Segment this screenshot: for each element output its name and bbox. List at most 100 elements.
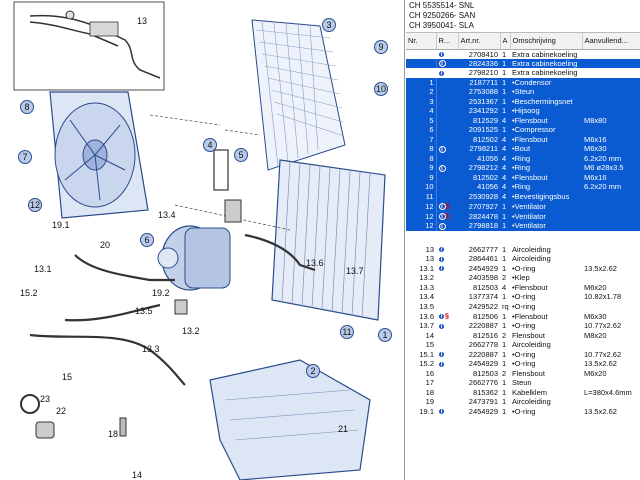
callout-23[interactable]: 23 — [40, 394, 51, 404]
callout-10[interactable]: 10 — [374, 82, 388, 96]
column-header-nr[interactable]: Nr. — [406, 33, 437, 50]
info-icon[interactable]: i — [438, 164, 446, 172]
callout-4[interactable]: 4 — [203, 138, 217, 152]
info-icon[interactable]: i — [438, 212, 446, 220]
info-icon[interactable]: i — [438, 255, 445, 263]
exploded-parts-diagram[interactable]: 13 3 9 10 8 7 5 4 12 19.1 20 13.4 6 13.1… — [0, 0, 405, 480]
description-cell: •Hijsoog — [510, 106, 582, 116]
info-icon[interactable]: i — [438, 145, 446, 153]
callout-3[interactable]: 3 — [322, 18, 336, 32]
callout-11[interactable]: 11 — [340, 325, 354, 339]
info-icon[interactable]: i — [438, 265, 445, 273]
info-icon[interactable]: i — [438, 202, 446, 210]
callout-9[interactable]: 9 — [374, 40, 388, 54]
callout-15-2[interactable]: 15.2 — [20, 288, 38, 298]
callout-13-2[interactable]: 13.2 — [182, 326, 200, 336]
info-icon[interactable]: i — [438, 246, 445, 254]
column-header-aanvullend[interactable]: Aanvullend... — [582, 33, 640, 50]
callout-1[interactable]: 1 — [378, 328, 392, 342]
info-cell — [436, 340, 458, 350]
callout-13-5[interactable]: 13.5 — [135, 306, 153, 316]
column-header-r[interactable]: R... — [436, 33, 459, 50]
column-header-omschrijving[interactable]: Omschrijving — [510, 33, 583, 50]
callout-18[interactable]: 18 — [108, 429, 119, 439]
info-icon[interactable]: i — [438, 322, 445, 330]
callout-15[interactable]: 15 — [62, 372, 73, 382]
callout-13-1[interactable]: 13.1 — [34, 264, 52, 274]
callout-5[interactable]: 5 — [234, 148, 248, 162]
callout-2[interactable]: 2 — [306, 364, 320, 378]
callout-20[interactable]: 20 — [100, 240, 111, 250]
callout-13-6[interactable]: 13.6 — [306, 258, 324, 268]
column-header-artnr[interactable]: Art.nr. — [458, 33, 501, 50]
callout-13-7[interactable]: 13.7 — [346, 266, 364, 276]
info-icon[interactable]: i — [438, 351, 445, 359]
callout-14[interactable]: 14 — [132, 470, 143, 480]
callout-7[interactable]: 7 — [18, 150, 32, 164]
info-icon[interactable]: i — [438, 69, 445, 77]
callout-13[interactable]: 13 — [137, 16, 148, 26]
info-icon[interactable]: i — [438, 60, 446, 68]
callout-13-4[interactable]: 13.4 — [158, 210, 176, 220]
position-number-cell: 12 — [406, 221, 437, 231]
column-header-a[interactable]: A — [500, 33, 511, 50]
additional-info-cell — [582, 211, 640, 221]
info-icon[interactable]: i — [438, 51, 445, 59]
callout-22[interactable]: 22 — [56, 406, 67, 416]
callout-6[interactable]: 6 — [140, 233, 154, 247]
description-cell: Aircoleiding — [512, 254, 551, 264]
quantity-cell: 1 — [502, 387, 507, 397]
callout-19-1[interactable]: 19.1 — [52, 220, 70, 230]
additional-info-cell — [582, 273, 640, 283]
info-icon[interactable]: i — [438, 222, 446, 230]
callout-8[interactable]: 8 — [20, 100, 34, 114]
info-icon[interactable]: i — [438, 408, 445, 416]
quantity-cell: 4 — [502, 282, 507, 292]
callout-21[interactable]: 21 — [338, 424, 349, 434]
callout-12[interactable]: 12 — [28, 198, 42, 212]
description-cell: •Flensbout — [510, 115, 582, 125]
callout-13-3[interactable]: 13.3 — [142, 344, 160, 354]
info-icon[interactable]: i — [438, 360, 445, 368]
info-icon[interactable]: i — [438, 312, 445, 320]
description-cell: •Bevestigingsbus — [510, 191, 582, 201]
callout-19-2[interactable]: 19.2 — [152, 288, 170, 298]
